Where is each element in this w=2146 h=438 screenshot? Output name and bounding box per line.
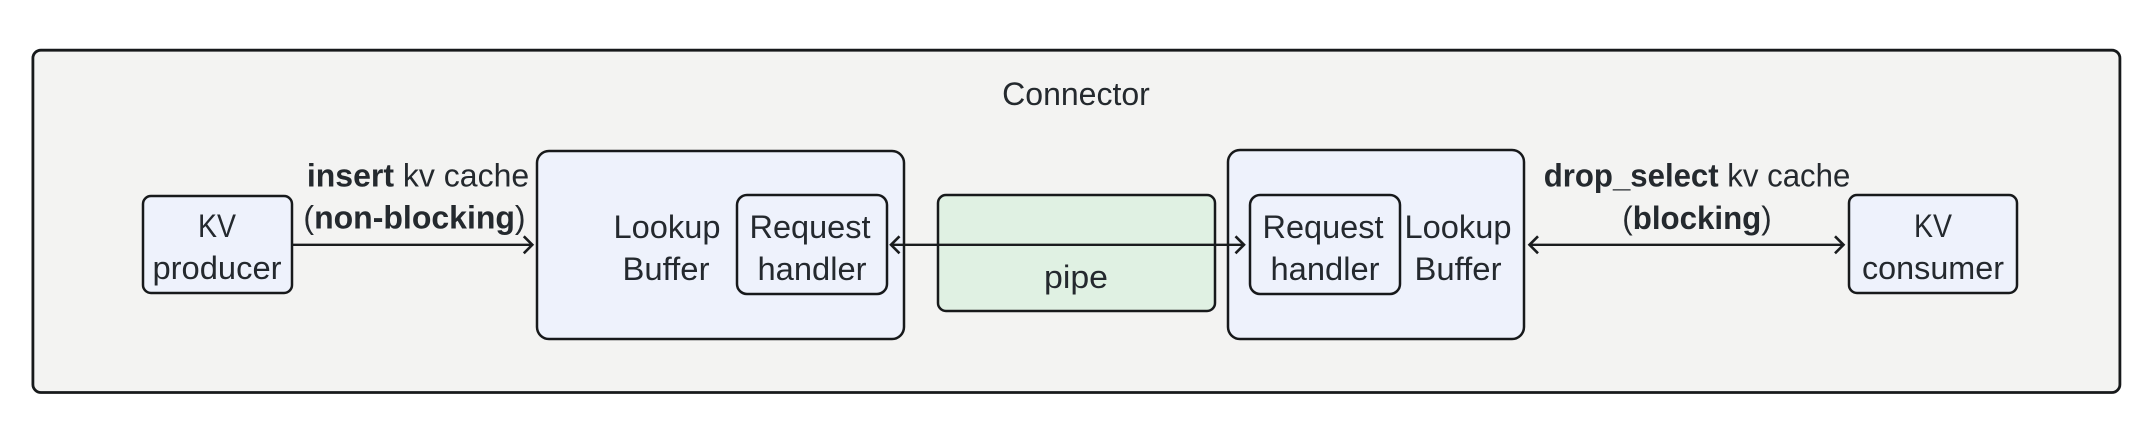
svg-text:Lookup: Lookup xyxy=(1405,209,1512,245)
svg-text:handler: handler xyxy=(758,251,867,287)
svg-text:Buffer: Buffer xyxy=(1415,251,1502,287)
svg-text:(non-blocking): (non-blocking) xyxy=(303,200,525,236)
svg-text:producer: producer xyxy=(153,250,282,286)
svg-text:KV: KV xyxy=(1914,208,1953,244)
svg-text:insert kv cache: insert kv cache xyxy=(307,158,529,194)
svg-text:Request: Request xyxy=(750,209,871,245)
svg-text:drop_select kv cache: drop_select kv cache xyxy=(1544,157,1851,193)
svg-text:Buffer: Buffer xyxy=(623,251,710,287)
svg-text:KV: KV xyxy=(198,208,237,244)
svg-text:Connector: Connector xyxy=(1002,76,1150,112)
svg-text:Request: Request xyxy=(1263,209,1384,245)
svg-text:pipe: pipe xyxy=(1044,259,1108,295)
svg-text:handler: handler xyxy=(1271,251,1380,287)
svg-text:(blocking): (blocking) xyxy=(1622,200,1771,236)
svg-text:consumer: consumer xyxy=(1862,250,2004,286)
svg-text:Lookup: Lookup xyxy=(614,209,721,245)
